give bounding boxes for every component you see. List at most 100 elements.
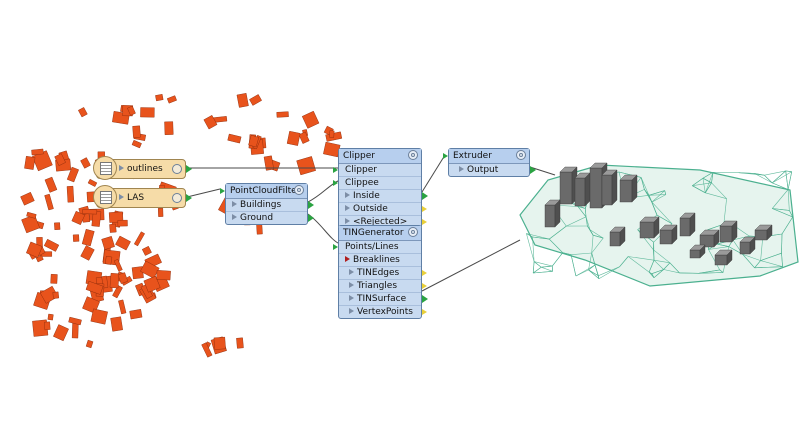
building-3d-front: [601, 174, 613, 206]
building-footprint: [82, 209, 98, 215]
tin-edge: [575, 264, 596, 277]
port-row-breaklines[interactable]: Breaklines: [339, 253, 421, 266]
tin-edge: [541, 266, 553, 272]
port-row-points-lines[interactable]: Points/Lines: [333, 241, 421, 253]
building-footprint: [132, 125, 141, 138]
tin-edge: [591, 237, 604, 254]
tinsurface-output-port[interactable]: [422, 295, 428, 303]
port-row-outside[interactable]: Outside: [339, 202, 427, 215]
building-3d-side: [726, 249, 733, 266]
transformer-pointcloudfilter[interactable]: PointCloudFilter Buildings Ground: [220, 183, 314, 225]
tin-edge: [651, 201, 673, 224]
building-footprint: [256, 224, 263, 235]
tin-edge: [708, 249, 720, 271]
port-arrow-icon: [232, 213, 237, 220]
tin-edge: [651, 194, 666, 203]
tin-edge: [618, 171, 642, 178]
tin-edge: [598, 266, 620, 279]
building-footprint: [109, 223, 117, 233]
tin-edge: [754, 173, 765, 176]
tin-edge: [648, 271, 655, 278]
port-label-breaklines: Breaklines: [353, 255, 400, 265]
building-footprint: [43, 238, 60, 252]
tin-edge: [591, 252, 596, 266]
building-footprint: [296, 156, 316, 176]
reader-las[interactable]: LAS: [93, 185, 192, 209]
inside-output-port[interactable]: [422, 192, 428, 200]
building-footprint: [26, 241, 43, 258]
gear-icon[interactable]: [408, 227, 418, 237]
extruder-input-port[interactable]: [443, 153, 448, 159]
building-footprint: [24, 155, 36, 170]
extruder-output-port[interactable]: [530, 166, 536, 174]
rejected-output-port[interactable]: [422, 219, 427, 225]
transformer-extruder[interactable]: Extruder Output: [443, 148, 536, 177]
tin-edge: [711, 182, 727, 199]
port-row-tinedges[interactable]: TINEdges: [339, 266, 427, 279]
tin-edge: [772, 208, 790, 211]
reader-outlines-output-port[interactable]: [186, 165, 192, 173]
outside-output-port[interactable]: [422, 206, 427, 212]
building-footprint: [117, 272, 129, 284]
building-footprint: [157, 207, 164, 217]
tin-edge: [533, 266, 542, 274]
connector-las-to-pointcloudfilter[interactable]: [186, 188, 221, 198]
port-row-vertexpoints[interactable]: VertexPoints: [339, 305, 427, 318]
clippee-input-port[interactable]: [333, 180, 338, 186]
tin-edge: [711, 172, 714, 183]
port-row-tinsurface[interactable]: TINSurface: [339, 292, 428, 305]
tin-edge: [653, 259, 664, 270]
tin-edge: [754, 260, 761, 268]
tin-edge: [702, 172, 714, 179]
connector-inside-to-extruder[interactable]: [421, 154, 446, 193]
buildings-output-port[interactable]: [308, 201, 314, 209]
port-row-buildings[interactable]: Buildings: [226, 199, 314, 211]
transformer-clipper[interactable]: Clipper Clipper Clippee Inside Outside <…: [333, 148, 428, 229]
port-arrow-icon: [349, 294, 354, 301]
reader-outlines[interactable]: outlines: [93, 156, 192, 180]
clipper-input-port[interactable]: [333, 167, 338, 173]
tin-edge: [738, 172, 755, 174]
reader-outlines-label: outlines: [127, 164, 163, 174]
port-row-ground[interactable]: Ground: [226, 211, 314, 224]
reader-las-output-port[interactable]: [186, 194, 192, 202]
tin-edge: [628, 256, 650, 273]
building-3d-front: [739, 241, 751, 255]
building-footprint: [71, 322, 79, 339]
building-footprint: [81, 228, 95, 247]
transformer-tingenerator[interactable]: TINGenerator Points/Lines Breaklines TIN…: [333, 225, 428, 319]
port-row-triangles[interactable]: Triangles: [339, 279, 427, 292]
building-footprint: [71, 210, 86, 226]
tin-edge: [719, 269, 724, 273]
gear-icon[interactable]: [172, 164, 182, 174]
port-row-clipper[interactable]: Clipper: [333, 164, 421, 176]
port-row-output[interactable]: Output: [449, 164, 536, 176]
building-3d-side: [749, 236, 756, 255]
building-footprint: [112, 285, 123, 299]
building-footprints-map: [20, 93, 343, 358]
port-row-clippee[interactable]: Clippee: [333, 176, 421, 189]
tingenerator-title: TINGenerator: [343, 228, 404, 238]
tin-edge: [585, 216, 588, 227]
gear-icon[interactable]: [516, 150, 526, 160]
tin-edge: [742, 254, 755, 268]
vertexpoints-output-port[interactable]: [422, 309, 427, 315]
gear-icon[interactable]: [172, 193, 182, 203]
building-footprint: [131, 139, 142, 149]
pointcloudfilter-input-port[interactable]: [220, 188, 225, 194]
building-footprint: [113, 259, 123, 272]
tin-edge: [716, 243, 729, 247]
tin-edge: [785, 170, 789, 190]
gear-icon[interactable]: [294, 185, 304, 195]
building-footprint: [91, 210, 102, 227]
points-lines-input-port[interactable]: [333, 244, 338, 250]
port-row-inside[interactable]: Inside: [339, 189, 428, 202]
ground-output-port[interactable]: [308, 214, 314, 222]
gear-icon[interactable]: [408, 150, 418, 160]
port-label-triangles: Triangles: [357, 281, 398, 291]
triangles-output-port[interactable]: [422, 283, 427, 289]
connector-tinsurface-to-scene[interactable]: [421, 239, 521, 292]
tinedges-output-port[interactable]: [422, 270, 427, 276]
port-row-rejected[interactable]: <Rejected>: [339, 215, 427, 228]
